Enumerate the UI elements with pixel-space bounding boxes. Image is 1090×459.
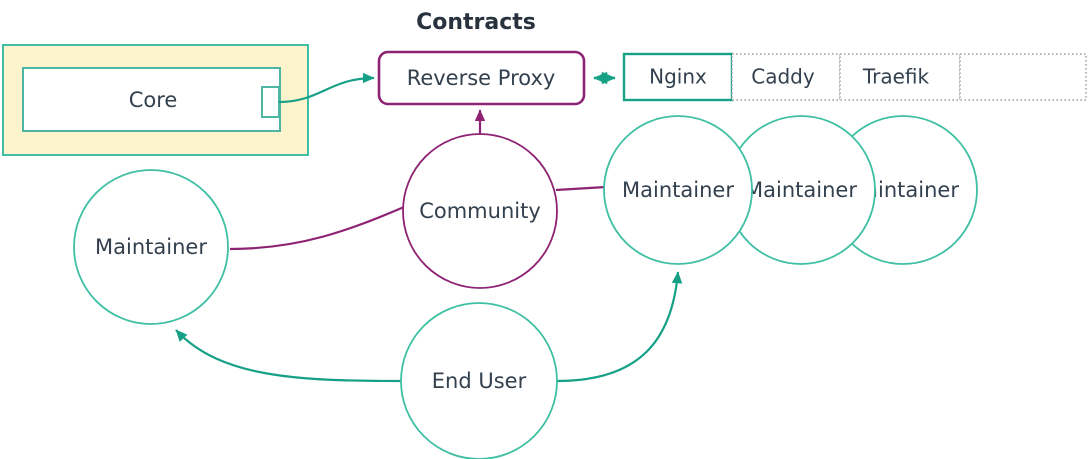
community-circle[interactable] [402, 133, 558, 289]
reverse-proxy-box[interactable] [377, 50, 586, 106]
end-user-circle[interactable] [400, 302, 558, 459]
option-box-traefik[interactable]: Traefik [839, 53, 961, 101]
maintainer-left-circle[interactable] [73, 169, 229, 325]
traefik-box[interactable] [839, 53, 961, 101]
edge-maintainer-left-to-community [229, 205, 405, 251]
option-box-nginx[interactable]: Nginx [622, 52, 734, 102]
edge-end-user-to-maintainer-1 [556, 271, 683, 383]
community-label: Community [419, 199, 541, 223]
maintainer-2-label: Maintainer [745, 178, 857, 202]
end-user-label: End User [432, 369, 527, 393]
core-box[interactable] [22, 67, 281, 132]
maintainer-1-label: Maintainer [622, 178, 734, 202]
core-label: Core [129, 88, 178, 112]
edge-community-to-maintainer-1 [555, 185, 607, 192]
maintainer-1-circle[interactable] [603, 115, 753, 265]
traefik-label: Traefik [862, 65, 930, 89]
node-maintainer-1[interactable]: Maintainer [603, 115, 753, 265]
nginx-label: Nginx [649, 65, 707, 89]
node-community[interactable]: Community [402, 133, 558, 289]
caddy-label: Caddy [751, 65, 815, 89]
node-end-user[interactable]: End User [400, 302, 558, 459]
core-port-icon [261, 86, 280, 118]
option-box-empty[interactable] [959, 53, 1087, 101]
reverse-proxy-label: Reverse Proxy [407, 66, 556, 90]
node-core[interactable]: Core [22, 67, 281, 132]
node-reverse-proxy[interactable]: Reverse Proxy [377, 50, 586, 106]
maintainer-left-label: Maintainer [95, 235, 207, 259]
edge-end-user-to-maintainer-left [175, 329, 402, 383]
empty-option-box[interactable] [959, 53, 1087, 101]
edge-core-to-reverse-proxy [278, 72, 375, 104]
group-title-label: Contracts [416, 10, 536, 35]
caddy-box[interactable] [731, 53, 841, 101]
node-maintainer-left[interactable]: Maintainer [73, 169, 229, 325]
option-box-caddy[interactable]: Caddy [731, 53, 841, 101]
